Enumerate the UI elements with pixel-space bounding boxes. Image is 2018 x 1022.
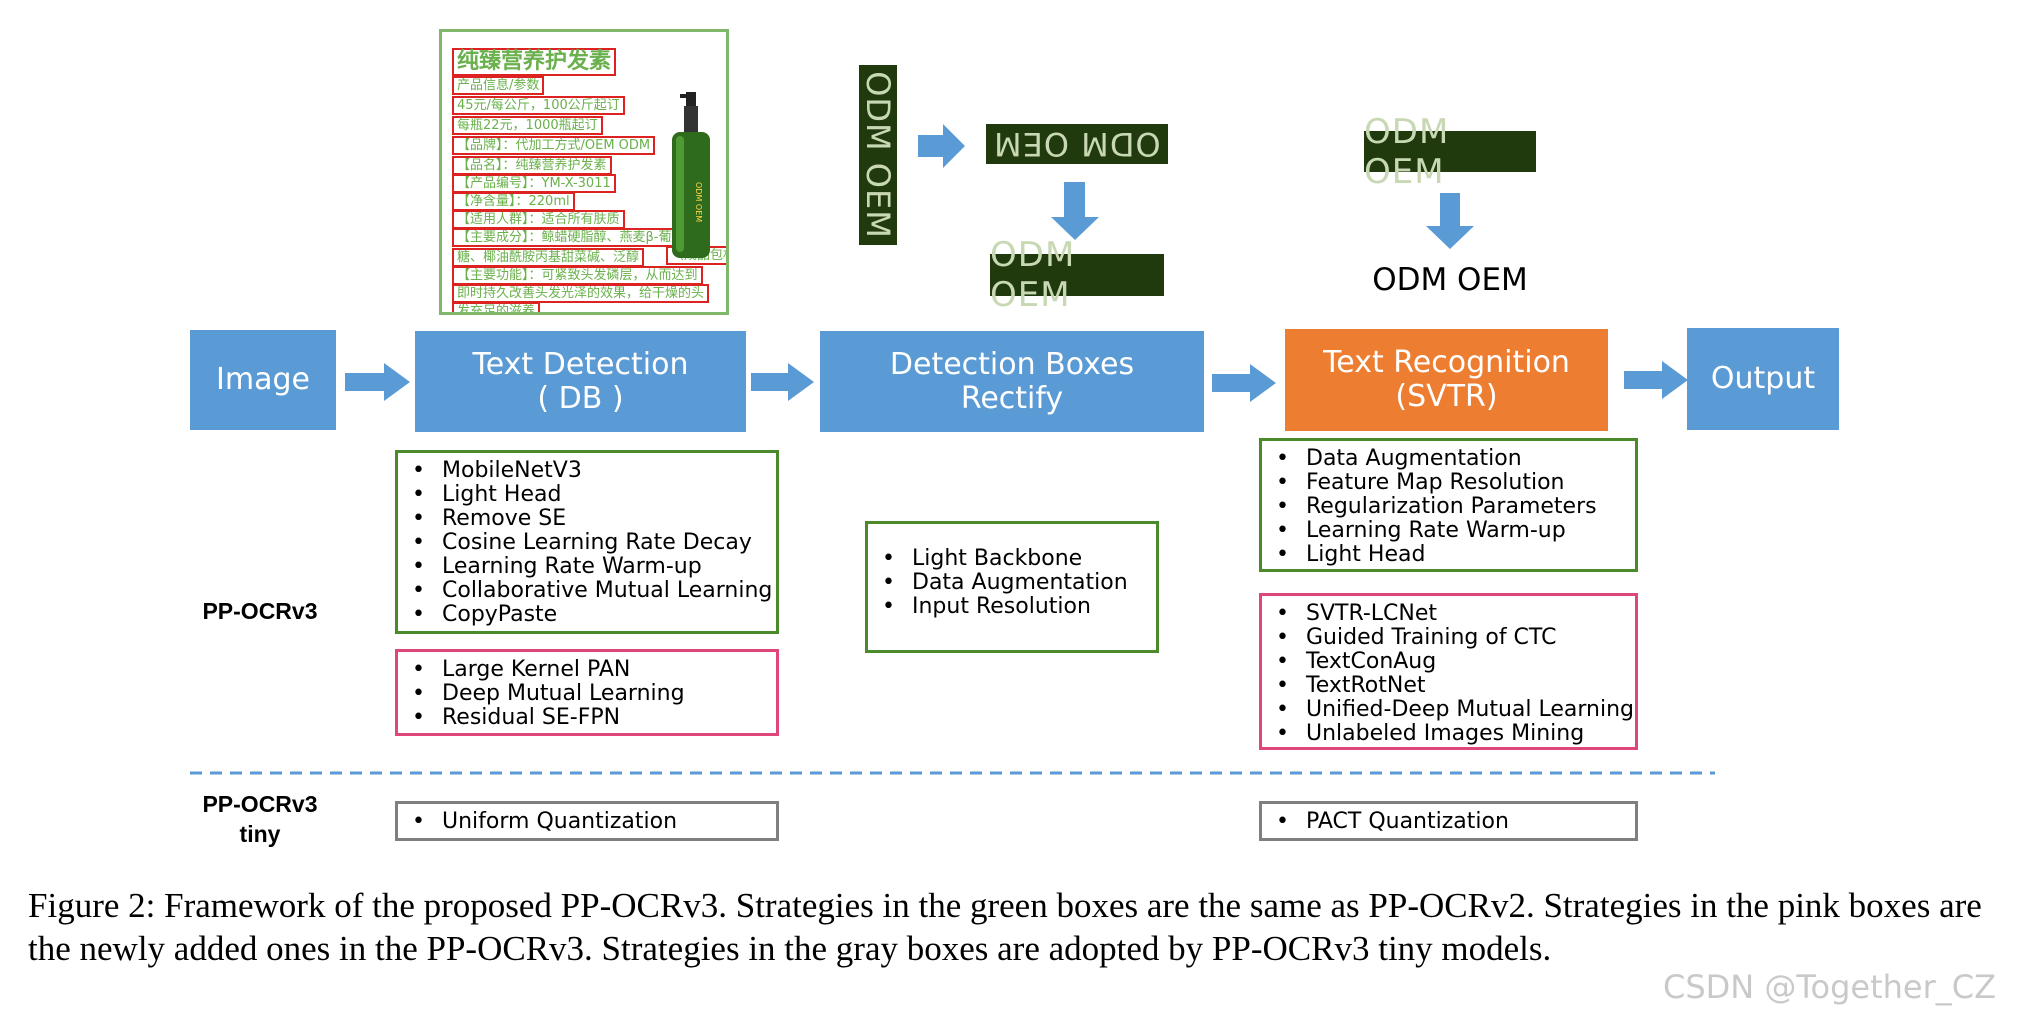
strategy-item: CopyPaste (412, 603, 776, 628)
label-ppocrv3-tiny: PP-OCRv3 tiny (202, 791, 318, 847)
bottle-icon: ODM OEM (660, 92, 720, 262)
arrow-down-recognize (1426, 193, 1474, 249)
watermark: CSDN @Together_CZ (1662, 968, 1996, 1006)
stage-text-detection: Text Detection ( DB ) (415, 331, 746, 432)
strategy-item: Uniform Quantization (412, 810, 776, 835)
det-pink-box: Large Kernel PANDeep Mutual LearningResi… (395, 649, 779, 736)
strategy-item: Collaborative Mutual Learning (412, 579, 776, 604)
product-text-line: 每瓶22元，1000瓶起订 (452, 116, 603, 135)
strategy-item: Cosine Learning Rate Decay (412, 531, 776, 556)
rec-gray-box: PACT Quantization (1259, 801, 1638, 841)
stage-detection-rectify: Detection Boxes Rectify (820, 331, 1204, 432)
strategy-item: Data Augmentation (1276, 447, 1635, 472)
strategy-item: Unlabeled Images Mining (1276, 722, 1635, 747)
rec-pink-list: SVTR-LCNetGuided Training of CTCTextConA… (1262, 602, 1635, 747)
strategy-item: SVTR-LCNet (1276, 602, 1635, 627)
recognized-text: ODM OEM (1372, 262, 1528, 298)
rec-green-box: Data AugmentationFeature Map ResolutionR… (1259, 438, 1638, 572)
sample-mirrored: ODM OEM (986, 124, 1168, 164)
product-text-line: 发充足的滋养 (452, 302, 541, 312)
product-title: 纯臻营养护发素 (452, 48, 617, 76)
arrow-rect-to-rec (1212, 364, 1276, 402)
strategy-item: TextRotNet (1276, 674, 1635, 699)
strategy-item: Light Head (412, 483, 776, 508)
strategy-item: PACT Quantization (1276, 810, 1635, 835)
sample-vertical: ODM OEM (859, 65, 897, 245)
arrow-rec-to-output (1624, 361, 1688, 399)
product-text-line: 产品信息/参数 (452, 76, 545, 95)
strategy-item: Large Kernel PAN (412, 658, 776, 683)
arrow-det-to-rect (751, 363, 814, 401)
strategy-item: Input Resolution (882, 595, 1156, 620)
strategy-item: MobileNetV3 (412, 459, 776, 484)
strategy-item: Learning Rate Warm-up (412, 555, 776, 580)
label-ppocrv3: PP-OCRv3 (202, 598, 318, 624)
figure-caption: Figure 2: Framework of the proposed PP-O… (28, 886, 1982, 968)
rec-gray-list: PACT Quantization (1262, 810, 1635, 835)
arrow-down-rectify (1051, 182, 1099, 240)
strategy-item: Regularization Parameters (1276, 495, 1635, 520)
strategy-item: Data Augmentation (882, 571, 1156, 596)
stage-text-recognition: Text Recognition (SVTR) (1285, 329, 1608, 431)
det-gray-box: Uniform Quantization (395, 801, 779, 841)
rect-green-list: Light BackboneData AugmentationInput Res… (868, 547, 1156, 620)
strategy-item: Feature Map Resolution (1276, 471, 1635, 496)
arrow-image-to-det (345, 363, 410, 401)
stage-image: Image (190, 330, 336, 430)
stage-output: Output (1687, 328, 1839, 430)
strategy-item: Light Head (1276, 543, 1635, 568)
strategy-item: TextConAug (1276, 650, 1635, 675)
det-gray-list: Uniform Quantization (398, 810, 776, 835)
strategy-item: Light Backbone (882, 547, 1156, 572)
rec-pink-box: SVTR-LCNetGuided Training of CTCTextConA… (1259, 593, 1638, 750)
strategy-item: Deep Mutual Learning (412, 682, 776, 707)
product-text-line: 即时持久改善头发光泽的效果，给干燥的头 (452, 284, 710, 303)
product-text-line: 45元/每公斤，100公斤起订 (452, 96, 625, 115)
det-green-box: MobileNetV3Light HeadRemove SECosine Lea… (395, 450, 779, 634)
arrow-rotate (918, 124, 965, 168)
det-pink-list: Large Kernel PANDeep Mutual LearningResi… (398, 658, 776, 731)
strategy-item: Guided Training of CTC (1276, 626, 1635, 651)
strategy-item: Residual SE-FPN (412, 706, 776, 731)
product-text-line: 【品牌】：代加工方式/OEM ODM (452, 136, 656, 155)
svg-text:ODM OEM: ODM OEM (694, 182, 703, 222)
det-green-list: MobileNetV3Light HeadRemove SECosine Lea… (398, 459, 776, 628)
strategy-item: Remove SE (412, 507, 776, 532)
strategy-item: Unified-Deep Mutual Learning (1276, 698, 1635, 723)
rec-green-list: Data AugmentationFeature Map ResolutionR… (1262, 447, 1635, 568)
rect-green-box: Light BackboneData AugmentationInput Res… (865, 521, 1159, 653)
strategy-item: Learning Rate Warm-up (1276, 519, 1635, 544)
